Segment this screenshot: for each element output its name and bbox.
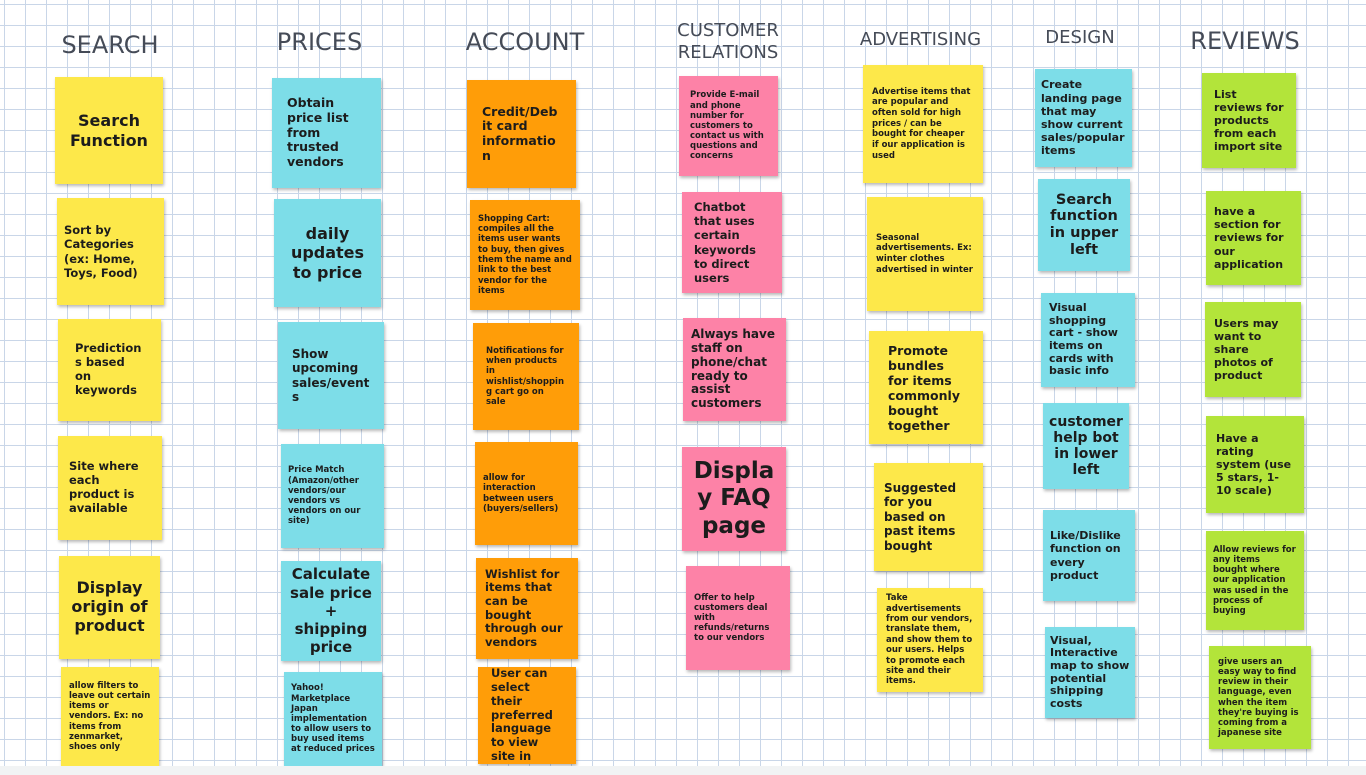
sticky-note[interactable]: have a section for reviews for our appli… (1206, 191, 1301, 285)
sticky-note[interactable]: Offer to help customers deal with refund… (686, 566, 790, 670)
sticky-note[interactable]: Create landing page that may show curren… (1035, 69, 1132, 167)
column-title-account: ACCOUNT (465, 28, 585, 56)
bottom-scroll-bar (0, 766, 1366, 775)
sticky-note[interactable]: Promote bundles for items commonly bough… (869, 331, 983, 444)
sticky-note[interactable]: Notifications for when products in wishl… (473, 323, 579, 430)
sticky-note[interactable]: Show upcoming sales/events (278, 322, 384, 429)
sticky-note[interactable]: allow for interaction between users (buy… (475, 442, 578, 545)
sticky-note[interactable]: Chatbot that uses certain keywords to di… (682, 192, 782, 293)
column-title-prices: PRICES (276, 28, 363, 56)
sticky-note[interactable]: List reviews for products from each impo… (1202, 73, 1296, 168)
sticky-note[interactable]: Visual, Interactive map to show potentia… (1045, 627, 1135, 718)
sticky-note[interactable]: User can select their preferred language… (478, 667, 576, 764)
sticky-note[interactable]: Always have staff on phone/chat ready to… (683, 318, 786, 421)
column-title-search: SEARCH (61, 31, 159, 59)
sticky-note[interactable]: Search Function (55, 77, 163, 184)
sticky-note[interactable]: allow filters to leave out certain items… (61, 667, 159, 766)
column-title-reviews: REVIEWS (1190, 27, 1300, 55)
sticky-note[interactable]: Suggested for you based on past items bo… (874, 463, 983, 571)
column-title-design: DESIGN (1045, 27, 1115, 48)
sticky-note[interactable]: Have a rating system (use 5 stars, 1-10 … (1206, 416, 1304, 513)
sticky-note[interactable]: Take advertisements from our vendors, tr… (877, 588, 983, 692)
sticky-note[interactable]: Users may want to share photos of produc… (1205, 302, 1301, 397)
sticky-note[interactable]: Shopping Cart: compiles all the items us… (470, 200, 580, 310)
sticky-note[interactable]: Display origin of product (59, 556, 160, 659)
sticky-note[interactable]: Wishlist for items that can be bought th… (476, 558, 578, 659)
column-title-customer-relations: CUSTOMER RELATIONS (677, 20, 779, 63)
sticky-note[interactable]: Calculate sale price + shipping price (281, 561, 381, 661)
sticky-note[interactable]: Advertise items that are popular and oft… (863, 65, 983, 183)
sticky-note[interactable]: Site where each product is available (58, 436, 162, 540)
sticky-note[interactable]: Credit/Debit card information (467, 80, 576, 188)
sticky-note[interactable]: Search function in upper left (1038, 179, 1130, 271)
column-title-advertising: ADVERTISING (859, 29, 982, 50)
sticky-note[interactable]: Predictions based on keywords (58, 319, 161, 421)
sticky-note[interactable]: Like/Dislike function on every product (1043, 510, 1135, 601)
sticky-note[interactable]: Obtain price list from trusted vendors (272, 78, 381, 188)
sticky-note[interactable]: Visual shopping cart - show items on car… (1041, 293, 1135, 387)
sticky-note[interactable]: Sort by Categories (ex: Home, Toys, Food… (57, 198, 164, 305)
sticky-note[interactable]: give users an easy way to find review in… (1209, 646, 1311, 749)
sticky-note[interactable]: customer help bot in lower left (1043, 403, 1129, 489)
sticky-note[interactable]: Allow reviews for any items bought where… (1206, 531, 1304, 630)
sticky-note[interactable]: daily updates to price (274, 199, 381, 307)
sticky-note[interactable]: Seasonal advertisements. Ex: winter clot… (867, 197, 983, 311)
sticky-note[interactable]: Yahoo! Marketplace Japan implementation … (284, 672, 382, 766)
sticky-note[interactable]: Price Match (Amazon/other vendors/our ve… (281, 444, 384, 548)
sticky-note[interactable]: Display FAQ page (682, 447, 786, 551)
sticky-note[interactable]: Provide E-mail and phone number for cust… (679, 76, 778, 176)
